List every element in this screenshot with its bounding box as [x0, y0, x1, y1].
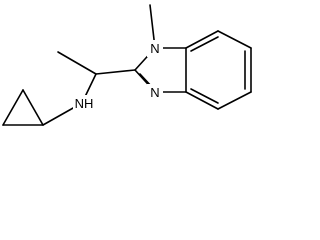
- bond: [190, 88, 219, 104]
- molecule-structure-diagram: NH N N: [2, 4, 252, 126]
- cyclopropyl-ring: [2, 89, 44, 126]
- bond: [22, 89, 44, 126]
- bond: [217, 91, 252, 110]
- bond: [57, 51, 97, 75]
- atom-label-n-imine: N: [147, 84, 163, 101]
- n-imine-label: N: [150, 85, 159, 100]
- benzene-ring: [185, 30, 252, 110]
- atom-label-nh: NH: [73, 95, 95, 112]
- linker-bonds: [42, 51, 136, 126]
- bond: [2, 89, 24, 126]
- bond: [95, 69, 136, 75]
- nh-label: NH: [75, 96, 94, 111]
- bond: [185, 30, 219, 49]
- bond: [217, 30, 252, 49]
- n-methyl-label: N: [150, 41, 159, 56]
- bond: [190, 36, 219, 52]
- atom-label-n-methyl: N: [147, 40, 163, 57]
- bond: [185, 91, 219, 110]
